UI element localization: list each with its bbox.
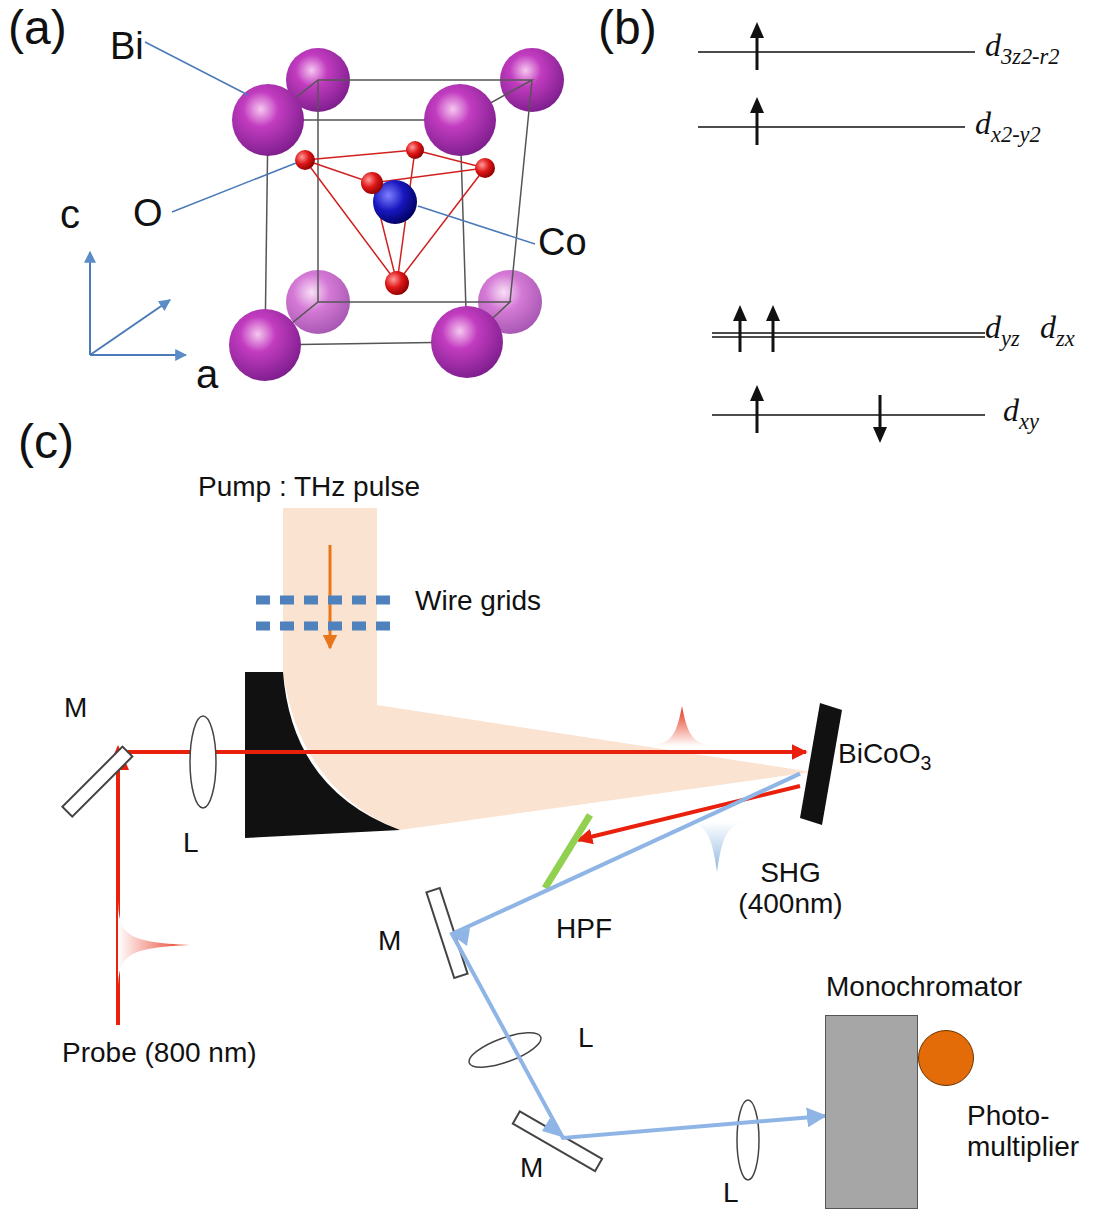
monochromator-box: Monochromator [825,1015,918,1209]
panel-label: (b) [598,2,657,55]
lens [190,716,216,808]
orbital-label: dxy [1003,393,1039,428]
sample-slab [800,703,842,825]
node-label: Monochromator [826,972,1022,1003]
panel-label: (c) [18,416,74,469]
atom-label: Bi [110,26,144,68]
node-label: BiCoO3 [838,739,931,770]
component-label: L [183,828,199,859]
atom-label: O [133,193,163,235]
atom-label: Co [538,222,587,264]
mirror [62,747,132,817]
orbital-label: dx2-y2 [975,106,1041,141]
axis-label: a [196,352,218,396]
component-label: Wire grids [415,586,541,617]
beam-label: Probe (800 nm) [62,1038,257,1069]
energy-levels [698,22,985,443]
orbital-label: d3z2-r2 [985,28,1059,63]
orbital-label: dyz [985,310,1020,345]
component-label: HPF [556,914,612,945]
component-label: L [723,1178,739,1209]
component-label: M [64,693,87,724]
axis-label: c [60,192,80,236]
lens [737,1100,759,1180]
beam-label: Pump : THz pulse [198,472,420,503]
optical-setup [62,508,812,1180]
photomultiplier: Photo- multiplier [918,1030,974,1086]
shg-beam [452,774,825,1138]
panel-label: (a) [8,2,67,55]
node-label: Photo- multiplier [967,1101,1102,1163]
component-label: M [378,926,401,957]
sample: BiCoO3 [800,703,842,825]
beam-label: SHG (400nm) [733,858,848,920]
parabolic-mirror [245,672,400,838]
orbital-label: dzx [1040,310,1075,345]
crystal-structure [90,42,564,381]
component-label: L [578,1023,594,1054]
high-pass-filter [545,815,590,888]
component-label: M [520,1153,543,1184]
wire-grids [256,600,398,626]
thz-beam [283,508,812,830]
